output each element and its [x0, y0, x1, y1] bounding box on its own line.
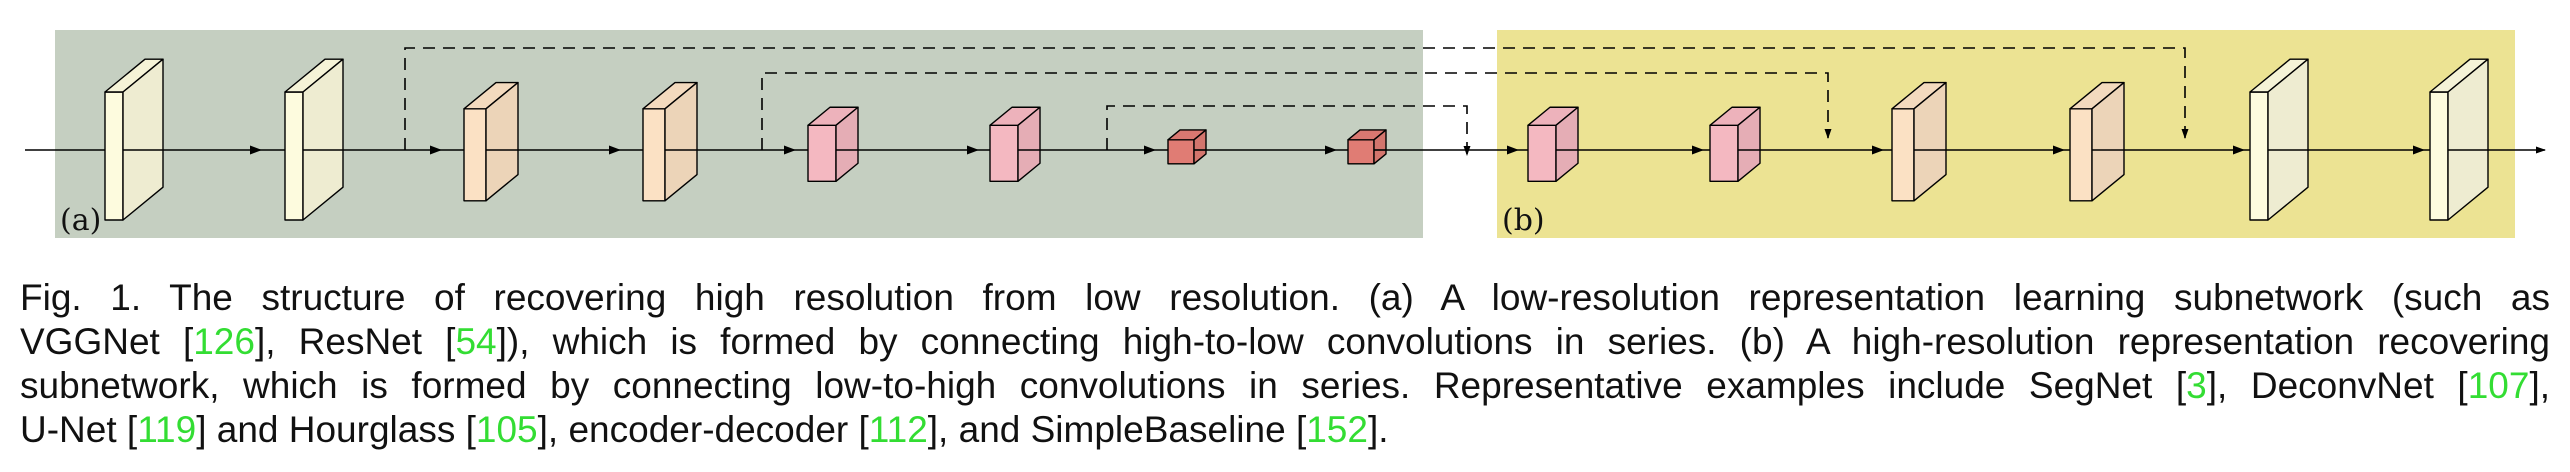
caption-text: ] and Hourglass [ [196, 409, 476, 450]
caption-line: U-Net [119] and Hourglass [105], encoder… [20, 408, 2550, 452]
conv-block [2249, 58, 2309, 221]
panel-b-label: (b) [1502, 203, 1545, 238]
caption-line: subnetwork, which is formed by connectin… [20, 364, 2550, 408]
caption-line: VGGNet [126], ResNet [54]), which is for… [20, 320, 2550, 364]
conv-block [1527, 106, 1579, 183]
caption-text: U-Net [ [20, 409, 138, 450]
network-structure-diagram: (a) (b) [25, 30, 2546, 238]
panel-b-background [1497, 30, 2515, 238]
skip-connection-2 [761, 72, 1832, 150]
conv-block [104, 58, 164, 221]
caption-line: Fig. 1. The structure of recovering high… [20, 276, 2550, 320]
caption-text: ], and SimpleBaseline [ [927, 409, 1307, 450]
conv-block [463, 81, 519, 202]
skip-connection-1 [404, 47, 2189, 150]
citation-link[interactable]: 54 [455, 321, 497, 362]
citation-link[interactable]: 126 [193, 321, 255, 362]
figure-caption: Fig. 1. The structure of recovering high… [20, 276, 2550, 452]
panel-a-background [55, 30, 1423, 238]
citation-link[interactable]: 119 [137, 409, 197, 450]
skip-connections [404, 47, 2189, 156]
conv-block [1709, 106, 1761, 183]
citation-link[interactable]: 105 [475, 409, 538, 450]
citation-link[interactable]: 152 [1306, 409, 1368, 450]
citation-link[interactable]: 107 [2467, 365, 2530, 406]
skip-connection-3 [1106, 105, 1471, 156]
caption-text: ], DeconvNet [ [2206, 365, 2468, 406]
conv-block [2069, 81, 2125, 202]
caption-text: VGGNet [ [20, 321, 194, 362]
flow-arrowheads [250, 145, 2425, 155]
caption-text: Fig. 1. The structure of recovering high… [20, 277, 2550, 318]
conv-block [284, 58, 344, 221]
conv-block [1891, 81, 1947, 202]
citation-link[interactable]: 3 [2186, 365, 2207, 406]
caption-text: ]. [1367, 409, 1389, 450]
panel-a-label: (a) [60, 203, 101, 238]
caption-text: subnetwork, which is formed by connectin… [20, 365, 2187, 406]
conv-block [1167, 129, 1207, 165]
caption-text: ], encoder-decoder [ [537, 409, 869, 450]
caption-text: ], [2529, 365, 2550, 406]
citation-link[interactable]: 112 [868, 409, 928, 450]
conv-block [1347, 129, 1387, 165]
caption-text: ], ResNet [ [254, 321, 456, 362]
conv-block [2429, 58, 2489, 221]
conv-block [642, 81, 698, 202]
caption-text: ]), which is formed by connecting high-t… [496, 321, 2550, 362]
conv-block [989, 106, 1041, 183]
conv-block [807, 106, 859, 183]
